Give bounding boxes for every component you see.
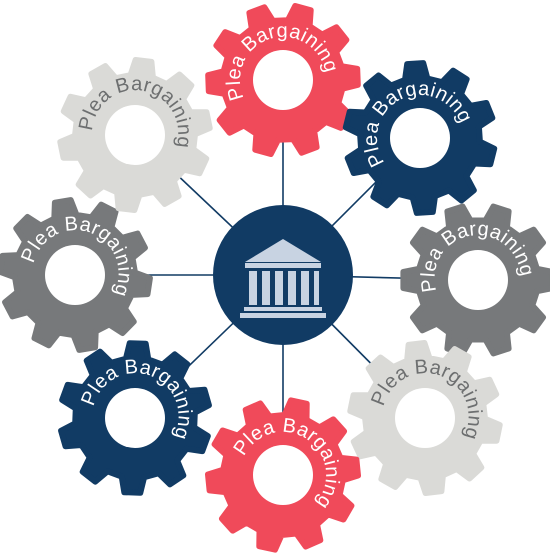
gear-top-right: Plea Bargaining (342, 60, 498, 216)
courthouse-entablature (245, 263, 321, 268)
courthouse-column (262, 271, 270, 305)
hub (213, 205, 353, 345)
courthouse-roof (245, 239, 321, 262)
gear-left: Plea Bargaining (0, 197, 153, 353)
gear-hole (45, 245, 105, 305)
gear-bottom: Plea Bargaining (205, 397, 361, 553)
courthouse-step (244, 307, 322, 311)
gear-hole (390, 108, 450, 168)
gear-hole (253, 445, 313, 505)
courthouse-column (314, 271, 319, 305)
courthouse-icon (240, 239, 326, 318)
gear-hole (448, 250, 508, 310)
courthouse-column (249, 271, 257, 305)
gear-hole (253, 50, 313, 110)
gear-top: Plea Bargaining (205, 3, 361, 157)
courthouse-base (240, 313, 326, 318)
courthouse-column (301, 271, 309, 305)
gear-hole (105, 388, 165, 448)
gear-hole (105, 105, 165, 165)
courthouse-column (288, 271, 296, 305)
gear-top-left: Plea Bargaining (57, 57, 213, 213)
gear-bottom-right: Plea Bargaining (347, 340, 503, 496)
gear-bottom-left: Plea Bargaining (58, 340, 212, 496)
courthouse-column (275, 271, 283, 305)
gear-right: Plea Bargaining (400, 203, 550, 357)
gear-hole (395, 388, 455, 448)
